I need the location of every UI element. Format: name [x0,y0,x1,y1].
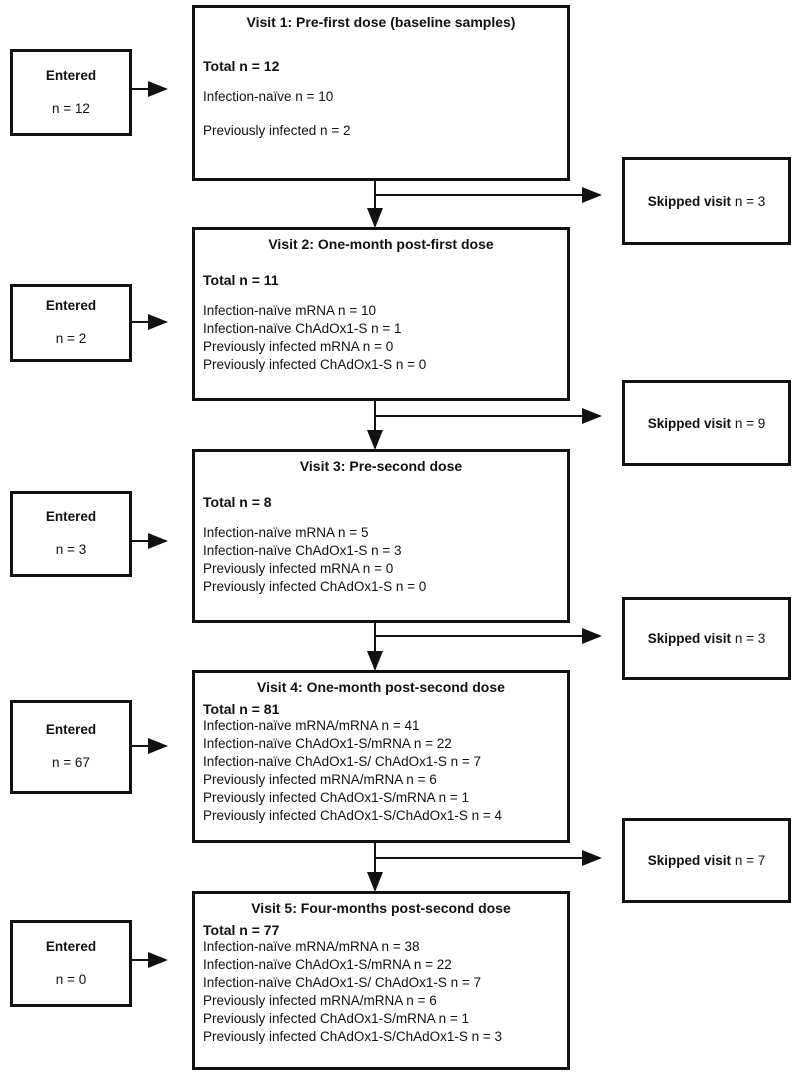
visit-group-count: Previously infected mRNA/mRNA n = 6 [203,772,437,787]
visit-group-count: Previously infected ChAdOx1-S/ChAdOx1-S … [203,1029,503,1044]
entered-count: n = 12 [52,100,90,116]
visit-group-count: Previously infected ChAdOx1-S n = 0 [203,579,427,594]
visit-group-count: Previously infected mRNA/mRNA n = 6 [203,993,437,1008]
entered-label: Entered [45,298,97,313]
skipped-label: Skipped visit [647,631,732,646]
entered-label: Entered [45,938,97,954]
entered-box: Entered n = 3 [10,491,132,577]
visit-total: Total n = 81 [203,701,280,717]
skipped-count: n = 3 [734,193,766,209]
visit-group-count: Previously infected ChAdOx1-S/mRNA n = 1 [203,1011,469,1026]
skipped-label: Skipped visit [647,415,732,431]
skipped-label: Skipped visit [647,853,732,868]
visit-3-box: Visit 3: Pre-second dose Total n = 8 Infe… [192,449,570,623]
entered-count: n = 67 [52,755,90,770]
skipped-box: Skipped visit n = 3 [622,597,791,680]
visit-group-count: Infection-naïve ChAdOx1-S/mRNA n = 22 [203,957,452,972]
visit-4-box: Visit 4: One-month post-second dose Tota… [192,670,570,843]
entered-box: Entered n = 0 [10,920,132,1007]
skipped-box: Skipped visit n = 7 [622,818,791,903]
skipped-count: n = 7 [734,853,766,868]
visit-title: Visit 1: Pre-first dose (baseline sample… [246,14,516,30]
visit-group-count: Previously infected ChAdOx1-S/mRNA n = 1 [203,790,469,805]
skipped-box: Skipped visit n = 9 [622,380,791,466]
visit-title: Visit 2: One-month post-first dose [268,236,494,252]
visit-total: Total n = 77 [203,922,280,938]
visit-total: Total n = 11 [203,272,279,288]
entered-box: Entered n = 2 [10,284,132,362]
visit-group-count: Previously infected n = 2 [203,123,351,138]
visit-group-count: Previously infected ChAdOx1-S n = 0 [203,357,427,372]
visit-group-count: Infection-naïve ChAdOx1-S n = 3 [203,543,402,558]
visit-group-count: Infection-naïve mRNA n = 10 [203,303,376,318]
visit-title: Visit 4: One-month post-second dose [257,679,505,695]
entered-count: n = 0 [55,971,87,987]
skipped-count: n = 3 [734,631,766,646]
visit-title: Visit 5: Four-months post-second dose [251,900,511,916]
skipped-box: Skipped visit n = 3 [622,157,791,245]
visit-group-count: Infection-naïve ChAdOx1-S n = 1 [203,321,402,336]
visit-1-box: Visit 1: Pre-first dose (baseline sample… [192,5,570,181]
visit-group-count: Infection-naïve ChAdOx1-S/ ChAdOx1-S n =… [203,754,482,769]
visit-group-count: Previously infected mRNA n = 0 [203,561,394,576]
visit-group-count: Previously infected mRNA n = 0 [203,339,394,354]
visit-group-count: Infection-naïve n = 10 [203,89,334,104]
visit-group-count: Infection-naïve mRNA/mRNA n = 41 [203,718,420,733]
visit-group-count: Infection-naïve ChAdOx1-S/mRNA n = 22 [203,736,452,751]
visit-total: Total n = 8 [203,494,272,510]
visit-total: Total n = 12 [203,58,280,74]
visit-2-box: Visit 2: One-month post-first dose Total… [192,227,570,401]
visit-group-count: Infection-naïve mRNA n = 5 [203,525,369,540]
visit-group-count: Infection-naïve mRNA/mRNA n = 38 [203,939,420,954]
visit-group-count: Infection-naïve ChAdOx1-S/ ChAdOx1-S n =… [203,975,482,990]
entered-box: Entered n = 67 [10,700,132,794]
skipped-count: n = 9 [734,415,766,431]
entered-label: Entered [45,509,97,524]
visit-5-box: Visit 5: Four-months post-second dose To… [192,891,570,1070]
visit-group-count: Previously infected ChAdOx1-S/ChAdOx1-S … [203,808,503,823]
entered-count: n = 3 [55,542,87,557]
entered-label: Entered [45,722,97,737]
entered-count: n = 2 [55,331,87,346]
entered-label: Entered [45,67,97,83]
entered-box: Entered n = 12 [10,49,132,136]
skipped-label: Skipped visit [647,193,732,209]
visit-title: Visit 3: Pre-second dose [299,458,463,474]
